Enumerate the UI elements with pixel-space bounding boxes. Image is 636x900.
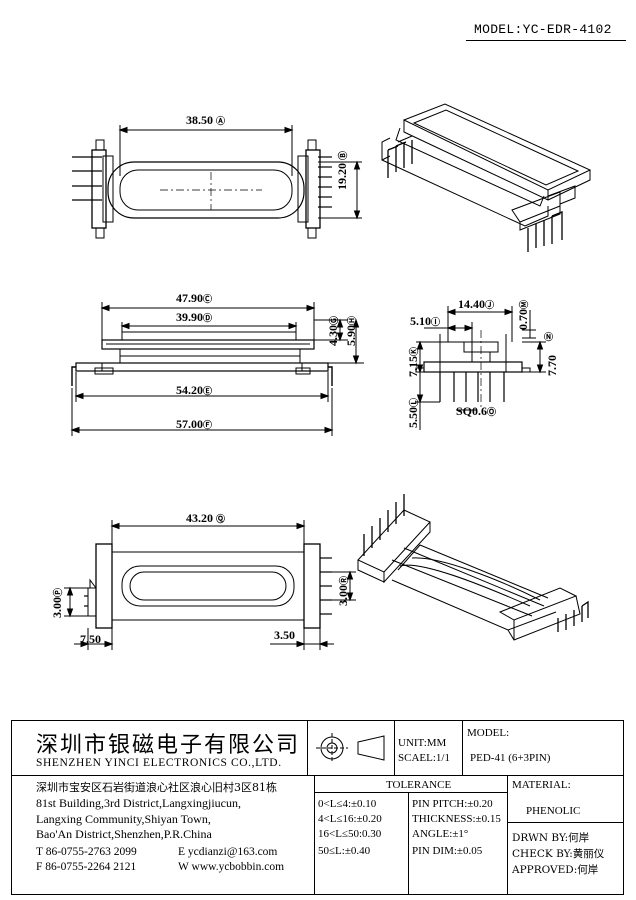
website: W www.ycbobbin.com (178, 861, 285, 873)
title-block (11, 720, 624, 895)
company-name-cn: 深圳市银磁电子有限公司 (36, 733, 301, 758)
grid-line (11, 775, 624, 776)
check-by: CHECK BY:黄丽仪 (512, 848, 605, 860)
projection-symbol-icon (316, 733, 385, 763)
material-label: MATERIAL: (512, 779, 571, 791)
address-cn: 深圳市宝安区石岩街道浪心社区浪心旧村3区81栋 (36, 781, 277, 794)
dim-j: 14.40Ⓙ (458, 297, 495, 311)
tolerance-row: 0<L≤4:±0.10 (318, 798, 377, 810)
dim-h: 5.90Ⓗ (344, 315, 358, 346)
dim-g: 4.30Ⓖ (326, 315, 340, 346)
grid-line (507, 775, 508, 895)
dim-o: SQ0.6Ⓞ (456, 404, 497, 418)
front-view (70, 302, 364, 436)
bottom-view (64, 520, 356, 650)
isometric-view-2 (357, 494, 589, 641)
top-view (72, 125, 362, 239)
dim-i: 5.10Ⓘ (410, 314, 441, 328)
dim-s2: 3.50 (274, 628, 295, 642)
grid-line (394, 720, 395, 775)
dim-p: 3.00Ⓟ (50, 587, 64, 618)
model-underline (466, 40, 626, 41)
technical-drawing (64, 103, 592, 650)
model-value: PED-41 (6+3PIN) (470, 752, 551, 764)
dim-l: 5.50Ⓛ (406, 397, 420, 428)
pin-tolerance-row: ANGLE:±1° (412, 828, 469, 840)
grid-line (314, 792, 507, 793)
email: E ycdianzi@163.com (178, 846, 278, 858)
dim-f: 57.00Ⓕ (176, 417, 213, 431)
grid-line (507, 822, 624, 823)
dim-b: 19.20 Ⓑ (335, 150, 349, 190)
fax: F 86-0755-2264 2121 (36, 861, 137, 873)
grid-line (462, 720, 463, 775)
approved-by: APPROVED:何岸 (512, 864, 599, 876)
grid-line (408, 792, 409, 895)
dim-d: 39.90Ⓓ (176, 310, 213, 324)
pin-tolerance-row: THICKNESS:±0.15 (412, 813, 501, 825)
dim-r: 3.00Ⓡ (336, 575, 350, 606)
pin-tolerance-row: PIN PITCH:±0.20 (412, 798, 493, 810)
dim-n-value: 7.70 (545, 355, 559, 376)
address-en-2: Langxing Community,Shiyan Town, (36, 812, 211, 826)
scale: SCAEL:1/1 (398, 752, 450, 764)
side-view (415, 306, 546, 430)
model-label: MODEL: (467, 727, 510, 739)
dim-k: 7.15Ⓚ (406, 346, 420, 377)
tolerance-title: TOLERANCE (386, 779, 452, 791)
grid-line (314, 775, 315, 895)
dim-e: 54.20Ⓔ (176, 383, 213, 397)
dim-s1: 7.50 (80, 632, 101, 646)
company-name-en: SHENZHEN YINCI ELECTRONICS CO.,LTD. (36, 757, 282, 769)
address-en-1: 81st Building,3rd District,Langxingjiucu… (36, 796, 241, 810)
isometric-view-1 (381, 103, 592, 252)
pin-tolerance-row: PIN DIM:±0.05 (412, 845, 483, 857)
telephone: T 86-0755-2763 2099 (36, 846, 137, 858)
address-en-3: Bao'An District,Shenzhen,P.R.China (36, 827, 212, 841)
dim-q: 43.20 Ⓠ (186, 511, 226, 525)
tolerance-row: 16<L≤50:0.30 (318, 828, 382, 840)
drawn-by: DRWN BY:何岸 (512, 832, 590, 844)
dim-m: 0.70Ⓜ (516, 299, 530, 330)
dim-n-tag: Ⓝ (544, 332, 554, 342)
material-value: PHENOLIC (526, 805, 581, 817)
model-number: MODEL:YC-EDR-4102 (474, 22, 612, 37)
unit: UNIT:MM (398, 737, 447, 749)
dim-c: 47.90Ⓒ (176, 291, 213, 305)
tolerance-row: 50≤L:±0.40 (318, 845, 371, 857)
grid-line (307, 720, 308, 775)
tolerance-row: 4<L≤16:±0.20 (318, 813, 382, 825)
dim-a: 38.50 Ⓐ (186, 113, 226, 127)
